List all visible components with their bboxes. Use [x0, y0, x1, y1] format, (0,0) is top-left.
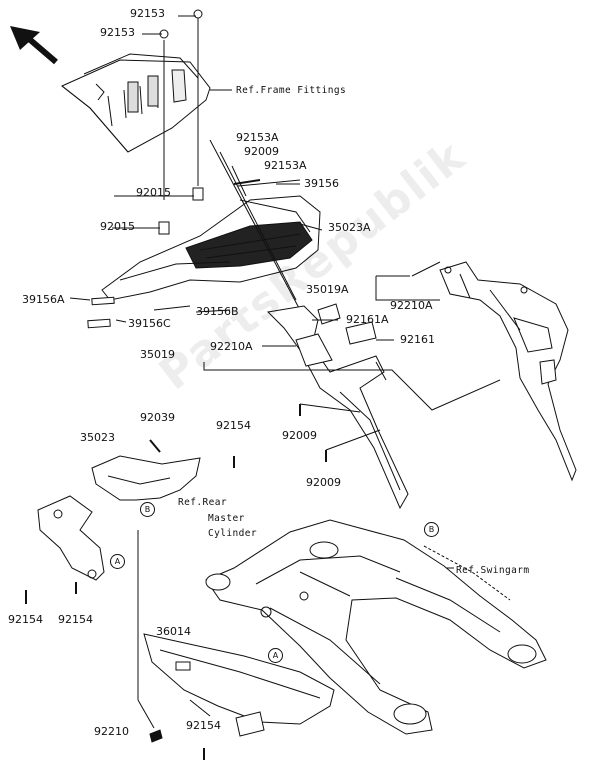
- label-92210A-right: 92210A: [390, 299, 433, 312]
- label-ref-rear-2: Master: [208, 513, 245, 524]
- label-39156: 39156: [304, 177, 339, 190]
- label-92153-a: 92153: [130, 7, 165, 20]
- rear-fender-upper-part: [101, 195, 321, 301]
- label-92009-mid: 92009: [282, 429, 317, 442]
- label-92154-top: 92154: [216, 419, 251, 432]
- rear-fender-lower-part: [91, 455, 201, 501]
- callout-b-right: B: [424, 522, 439, 537]
- label-39156A: 39156A: [22, 293, 65, 306]
- label-35023A: 35023A: [328, 221, 371, 234]
- label-92154-mid: 92154: [58, 613, 93, 626]
- label-92210A-left: 92210A: [210, 340, 253, 353]
- callout-a-left: A: [110, 554, 125, 569]
- label-92015-b: 92015: [100, 220, 135, 233]
- label-35019A: 35019A: [306, 283, 349, 296]
- label-92154-bottom: 92154: [186, 719, 221, 732]
- battery-tray-part: [61, 53, 211, 153]
- direction-arrow-icon: [10, 26, 58, 65]
- label-92154-left: 92154: [8, 613, 43, 626]
- callout-b-left: B: [140, 502, 155, 517]
- label-35019: 35019: [140, 348, 175, 361]
- label-92153A-a: 92153A: [236, 131, 279, 144]
- label-92153-b: 92153: [100, 26, 135, 39]
- label-92153A-b: 92153A: [264, 159, 307, 172]
- label-92161: 92161: [400, 333, 435, 346]
- label-ref-frame-fittings: Ref.Frame Fittings: [236, 85, 347, 96]
- rear-fender-bracket-part: [266, 305, 409, 510]
- swingarm-part: [205, 519, 547, 735]
- label-39156B: 39156B: [196, 305, 239, 318]
- label-ref-rear-3: Cylinder: [208, 528, 257, 539]
- label-92161A: 92161A: [346, 313, 389, 326]
- label-35023: 35023: [80, 431, 115, 444]
- label-92210: 92210: [94, 725, 129, 738]
- label-36014: 36014: [156, 625, 191, 638]
- label-92015-a: 92015: [136, 186, 171, 199]
- rear-fender-bracket-a-part: [439, 261, 577, 482]
- label-92039: 92039: [140, 411, 175, 424]
- callout-a-right: A: [268, 648, 283, 663]
- chain-cover-part: [143, 633, 335, 725]
- label-ref-swingarm: Ref.Swingarm: [456, 565, 530, 576]
- label-39156C: 39156C: [128, 317, 171, 330]
- label-ref-rear-1: Ref.Rear: [178, 497, 227, 508]
- guard-bracket-part: [37, 495, 105, 581]
- label-92009-top: 92009: [244, 145, 279, 158]
- label-92009-low: 92009: [306, 476, 341, 489]
